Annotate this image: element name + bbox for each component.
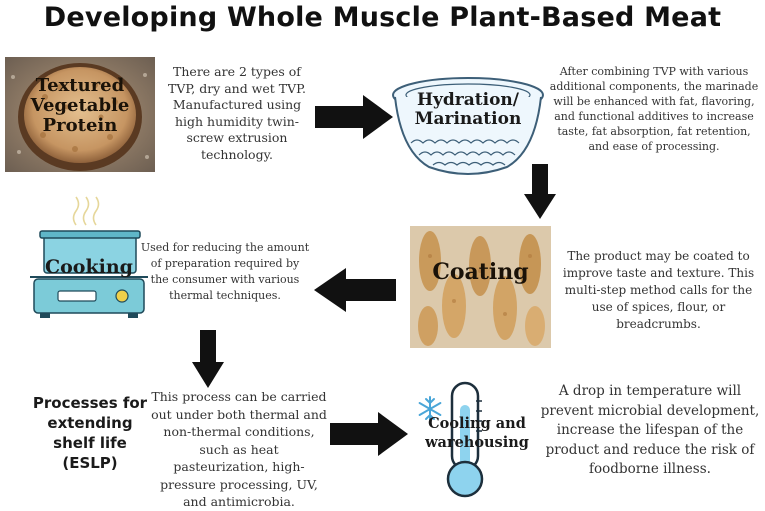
tvp-bowl-illustration: [5, 57, 155, 172]
cooling-label-line: Cooling and: [428, 415, 526, 432]
cooling-label: Cooling and warehousing: [422, 414, 532, 452]
arrow-down-icon: [524, 164, 556, 219]
eslp-label-line: shelf life: [53, 434, 127, 452]
snowflake-icon: [418, 396, 442, 422]
cooking-label: Cooking: [45, 256, 133, 278]
bowl-icon: [392, 77, 544, 175]
cooling-label-line: warehousing: [425, 434, 529, 451]
coating-label: Coating: [432, 259, 529, 285]
coating-description: The product may be coated to improve tas…: [562, 249, 755, 331]
eslp-label-line: extending: [47, 414, 133, 432]
tvp-label-line: Vegetable: [30, 95, 130, 117]
hydration-label-line: Hydration/: [416, 90, 520, 110]
eslp-label: Processes for extending shelf life (ESLP…: [30, 393, 150, 473]
arrow-left-icon: [314, 268, 396, 312]
stove-icon: [30, 196, 148, 318]
eslp-description: This process can be carried out under bo…: [151, 389, 327, 509]
tvp-image: [5, 57, 155, 172]
hydration-description: After combining TVP with various additio…: [549, 65, 759, 153]
cooking-description: Used for reducing the amount of preparat…: [140, 241, 310, 302]
tvp-label: Textured Vegetable Protein: [5, 75, 155, 137]
arrow-right-icon: [315, 95, 393, 139]
coating-image: [410, 226, 551, 348]
tvp-label-line: Textured: [35, 75, 125, 96]
hydration-image: [389, 73, 547, 181]
thermometer-icon: [418, 381, 484, 498]
hydration-label: Hydration/ Marination: [389, 90, 547, 130]
cooling-description: A drop in temperature will prevent micro…: [540, 383, 760, 477]
cooking-image: [30, 195, 148, 320]
eslp-label-line: (ESLP): [62, 454, 118, 472]
coated-strips-illustration: [410, 226, 551, 348]
arrow-right-icon: [330, 412, 408, 456]
arrow-down-icon: [192, 330, 224, 388]
tvp-description: There are 2 types of TVP, dry and wet TV…: [168, 64, 306, 162]
hydration-label-line: Marination: [414, 109, 522, 130]
page-title: Developing Whole Muscle Plant-Based Meat: [43, 2, 722, 33]
cooling-image: [410, 375, 530, 499]
tvp-label-line: Protein: [42, 115, 118, 137]
eslp-label-line: Processes for: [32, 394, 148, 412]
